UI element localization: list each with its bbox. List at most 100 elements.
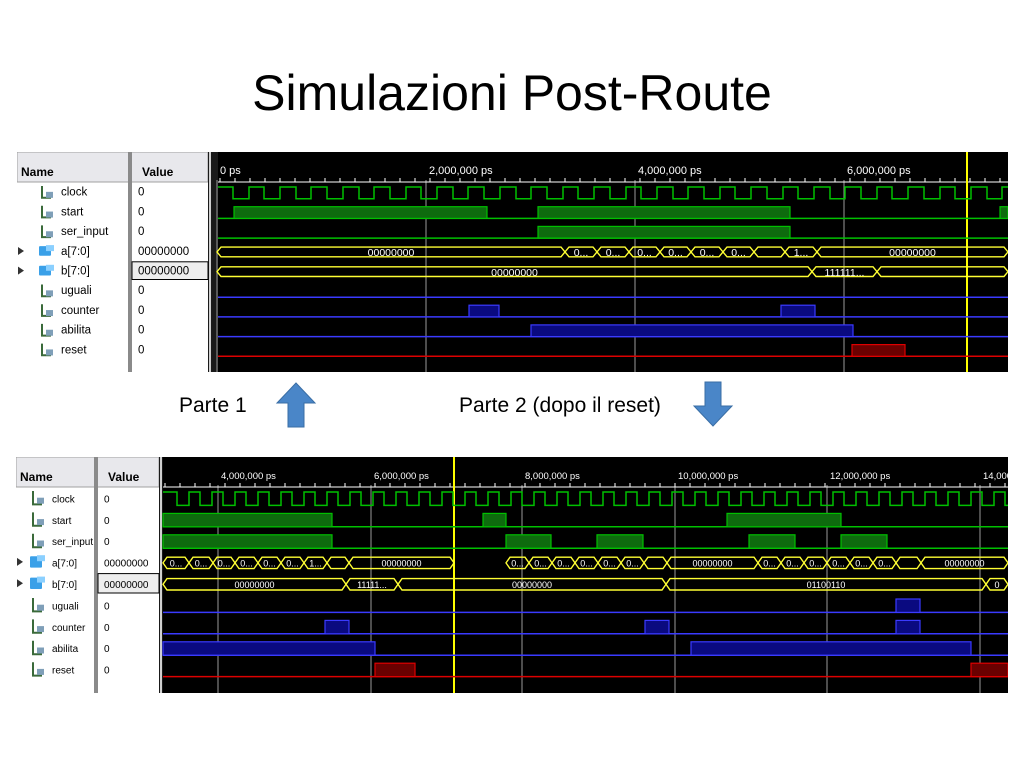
start-trace-pulse <box>482 512 507 528</box>
signal-name-start: start <box>61 206 84 218</box>
ser-input-trace-pulse <box>505 534 552 549</box>
signal-wire-icon-box <box>46 211 53 218</box>
bus-a-trace-label: 0... <box>878 558 891 568</box>
expand-toggle-icon <box>17 579 23 588</box>
bus-a-trace-label: 0... <box>668 247 683 259</box>
caption-part2: Parte 2 (dopo il reset) <box>459 394 661 417</box>
abilita-trace-pulse <box>530 324 854 338</box>
bus-a-trace-label: 0... <box>240 558 253 568</box>
bus-a-trace-label: 0... <box>855 558 868 568</box>
signal-name-start: start <box>52 516 72 527</box>
signal-wire-icon <box>32 640 42 656</box>
bus-a-trace-label: 0... <box>170 558 183 568</box>
signal-name-ser_input: ser_input <box>61 226 109 238</box>
bus-a-trace-label: 0... <box>809 558 822 568</box>
time-label: 10,000,000 ps <box>678 471 738 482</box>
signal-wire-icon-box <box>37 497 44 504</box>
column-header-value: Value <box>108 470 140 484</box>
expand-toggle-icon <box>18 266 24 275</box>
reset-trace-pulse <box>374 662 416 678</box>
column-header-value: Value <box>142 165 174 179</box>
time-label: 14,000 <box>983 471 1008 482</box>
signal-wire-icon-box <box>46 329 53 336</box>
time-label: 6,000,000 ps <box>847 165 911 177</box>
clock-trace <box>218 186 1008 200</box>
abilita-trace-pulse <box>162 641 376 656</box>
arrow-up-icon <box>275 382 317 428</box>
bus-a-trace-label: 00000000 <box>889 247 936 259</box>
signal-wire-icon-box <box>46 191 53 198</box>
counter-trace-pulse <box>324 619 350 635</box>
time-label: 8,000,000 ps <box>525 471 580 482</box>
bus-b-trace-label: 00000000 <box>234 580 274 590</box>
signal-value: 0 <box>138 285 144 297</box>
bus-a-trace-label: 0... <box>286 558 299 568</box>
bus-b-trace-label: 00000000 <box>491 267 538 279</box>
signal-name-clock: clock <box>61 187 87 199</box>
bus-a-trace-label: 0... <box>763 558 776 568</box>
time-label: 0 ps <box>220 165 241 177</box>
signal-name-abilita: abilita <box>61 325 92 337</box>
bus-a-trace-label: 1... <box>309 558 322 568</box>
bus-a-trace-label: 0... <box>574 247 589 259</box>
bus-a-trace-label: 0... <box>832 558 845 568</box>
signal-name-b70: b[7:0] <box>61 266 90 278</box>
signal-value: 00000000 <box>104 580 149 591</box>
expand-toggle-icon <box>17 557 23 566</box>
bus-a-trace-label: 0... <box>626 558 639 568</box>
counter-trace-pulse <box>895 619 921 635</box>
counter-trace-pulse <box>644 619 670 635</box>
signal-name-counter: counter <box>52 623 86 634</box>
ser-input-trace-pulse <box>840 534 888 549</box>
bus-a-trace-label: 0... <box>606 247 621 259</box>
bus-b-trace-label: 01100110 <box>807 580 846 590</box>
signal-wire-icon <box>32 598 42 613</box>
signal-wire-icon-box <box>37 626 44 633</box>
bus-a-trace-segment <box>816 246 1008 258</box>
signal-name-uguali: uguali <box>52 601 79 612</box>
clock-trace <box>163 491 1008 507</box>
selected-row <box>131 261 209 281</box>
bus-b-trace-segment <box>876 266 1008 278</box>
signal-value: 0 <box>138 344 144 356</box>
signal-wire-icon <box>32 533 42 549</box>
start-trace-pulse <box>233 206 488 220</box>
signal-value: 0 <box>104 516 110 527</box>
bus-icon-detail <box>46 245 54 252</box>
signal-wire-icon-box <box>37 519 44 526</box>
signal-value: 00000000 <box>138 266 189 278</box>
arrow-down-icon <box>692 381 734 427</box>
ser-input-trace-pulse <box>537 225 791 239</box>
signal-name-a70: a[7:0] <box>61 246 90 258</box>
signal-name-uguali: uguali <box>61 285 92 297</box>
bus-b-trace-segment <box>985 577 1008 591</box>
abilita-trace-pulse <box>690 641 972 656</box>
signal-value: 0 <box>104 537 110 548</box>
signal-wire-icon-box <box>46 290 53 297</box>
signal-value: 0 <box>104 644 110 655</box>
bus-a-trace-label: 0... <box>637 247 652 259</box>
time-label: 4,000,000 ps <box>221 471 276 482</box>
bus-b-trace-label: 111111... <box>825 267 865 279</box>
ser-input-trace-pulse <box>596 534 644 549</box>
caption-part1: Parte 1 <box>179 394 247 417</box>
signal-wire-icon-box <box>46 231 53 238</box>
counter-trace-pulse <box>780 304 816 318</box>
signal-value: 0 <box>138 226 144 238</box>
reset-trace-pulse <box>970 662 1008 678</box>
signal-wire-icon <box>32 491 42 506</box>
signal-name-clock: clock <box>52 494 76 505</box>
signal-value: 0 <box>138 206 144 218</box>
slide-title: Simulazioni Post-Route <box>252 65 772 121</box>
counter-trace-pulse <box>468 304 500 318</box>
signal-name-counter: counter <box>61 305 100 317</box>
bus-a-trace-segment <box>348 556 455 570</box>
signal-value: 00000000 <box>104 559 149 570</box>
signal-value: 00000000 <box>138 246 189 258</box>
bus-icon-detail <box>46 264 54 271</box>
bus-a-trace-label: 0... <box>731 247 746 259</box>
bus-icon-detail <box>37 555 45 562</box>
